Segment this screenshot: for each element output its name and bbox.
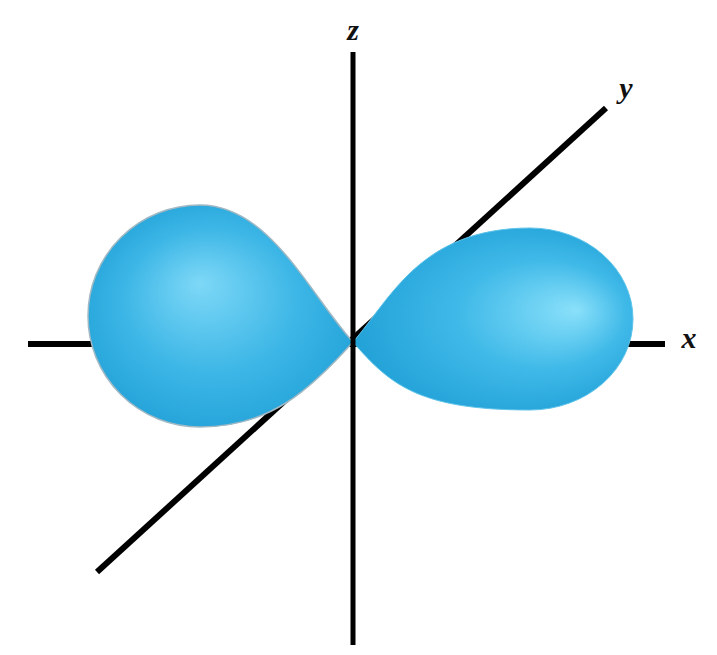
z-axis	[351, 52, 356, 645]
axis-label: z	[347, 15, 359, 45]
orbital-lobe	[88, 205, 353, 427]
axis-label: y	[619, 73, 632, 103]
orbital-lobe	[353, 228, 633, 410]
axis-label: x	[682, 323, 697, 353]
